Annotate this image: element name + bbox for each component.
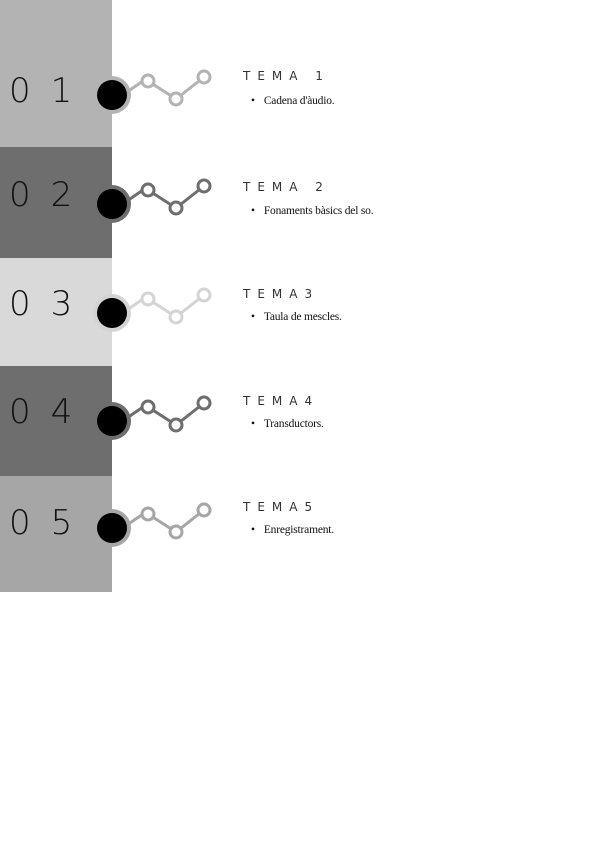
row-1-tema: TEMA 1 [243,69,330,83]
row-3-tema: TEMA3 [243,287,320,301]
row-4-number: 04 [9,392,93,432]
row-1-band [0,0,112,147]
row-3-connector-icon [93,287,212,332]
row-2-number: 02 [9,175,93,215]
row-1-number: 01 [9,71,93,111]
row-4-tema: TEMA4 [243,394,320,408]
bullet-glyph: • [251,95,255,107]
row-5-tema: TEMA5 [243,500,320,514]
row-2-bullet: • Fonaments bàsics del so. [251,205,374,217]
row-3-number: 03 [9,284,93,324]
bullet-glyph: • [251,524,255,536]
row-3-bullet-text: Taula de mescles. [263,311,342,323]
row-5-connector-icon [93,502,212,547]
row-1-bullet: • Cadena d'àudio. [251,95,335,107]
row-4-connector-icon [93,395,212,440]
row-5-bullet: • Enregistrament. [251,524,334,536]
bullet-glyph: • [251,311,255,323]
row-1-bullet-text: Cadena d'àudio. [263,95,335,107]
row-2-bullet-text: Fonaments bàsics del so. [263,205,374,217]
row-4-bullet-text: Transductors. [263,418,324,430]
row-3-bullet: • Taula de mescles. [251,311,342,323]
row-5-number: 05 [9,503,93,543]
row-5-bullet-text: Enregistrament. [263,524,334,536]
row-2-tema: TEMA 2 [243,180,330,194]
row-5-band [0,476,112,592]
row-1-connector-icon [93,69,212,114]
bullet-glyph: • [251,205,255,217]
row-2-connector-icon [93,178,212,223]
row-4-bullet: • Transductors. [251,418,324,430]
bullet-glyph: • [251,418,255,430]
